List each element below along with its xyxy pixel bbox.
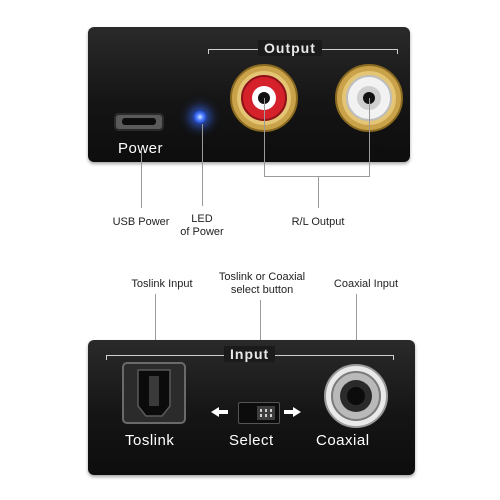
coaxial-input-leader [356, 294, 357, 374]
select-left-arrow-icon [211, 407, 228, 417]
led-callout-line2: of Power [180, 226, 224, 238]
coaxial-input-callout: Coaxial Input [333, 278, 399, 290]
power-led [193, 110, 207, 124]
select-switch-knob-rib [260, 414, 262, 417]
output-section-title: Output [258, 40, 322, 56]
select-switch-knob-rib [265, 409, 267, 412]
select-callout-line1: Toslink or Coaxial [218, 271, 306, 283]
led-callout-line1: LED [191, 213, 213, 225]
select-right-arrow-icon [284, 407, 301, 417]
micro-usb-port-opening [122, 118, 156, 125]
rl-output-join [264, 176, 370, 177]
coaxial-label: Coaxial [316, 432, 370, 449]
select-right-arrow-shape [284, 407, 301, 417]
toslink-input-callout: Toslink Input [131, 278, 193, 290]
rl-output-right-drop [369, 98, 370, 176]
select-switch-knob-body [257, 406, 275, 420]
select-switch-knob-rib [260, 409, 262, 412]
usb-power-callout: USB Power [112, 216, 170, 228]
select-callout-line2: select button [230, 284, 294, 296]
select-switch-knob-rib [265, 414, 267, 417]
toslink-port[interactable] [122, 362, 186, 424]
select-label: Select [229, 432, 274, 449]
led-leader [202, 124, 203, 206]
coaxial-center-pin [347, 387, 365, 405]
input-section-title: Input [224, 346, 276, 362]
toslink-port-shutter [149, 376, 159, 406]
coaxial-jack[interactable] [322, 362, 390, 430]
input-header-rule-left-tick [106, 355, 107, 360]
input-header-rule-right-tick [393, 355, 394, 360]
select-switch-knob-rib [270, 409, 272, 412]
rl-output-leader [318, 176, 319, 208]
output-header-rule-left-tick [208, 49, 209, 54]
rl-output-left-drop [264, 98, 265, 176]
toslink-input-leader [155, 294, 156, 380]
select-switch-knob [257, 406, 275, 420]
output-header-rule-right-tick [397, 49, 398, 54]
power-label: Power [118, 140, 164, 157]
select-left-arrow-shape [211, 407, 228, 417]
rl-output-callout: R/L Output [291, 216, 345, 228]
toslink-label: Toslink [125, 432, 175, 449]
usb-power-leader [141, 150, 142, 208]
select-switch[interactable] [238, 402, 280, 424]
micro-usb-port[interactable] [114, 113, 164, 131]
select-switch-knob-rib [270, 414, 272, 417]
